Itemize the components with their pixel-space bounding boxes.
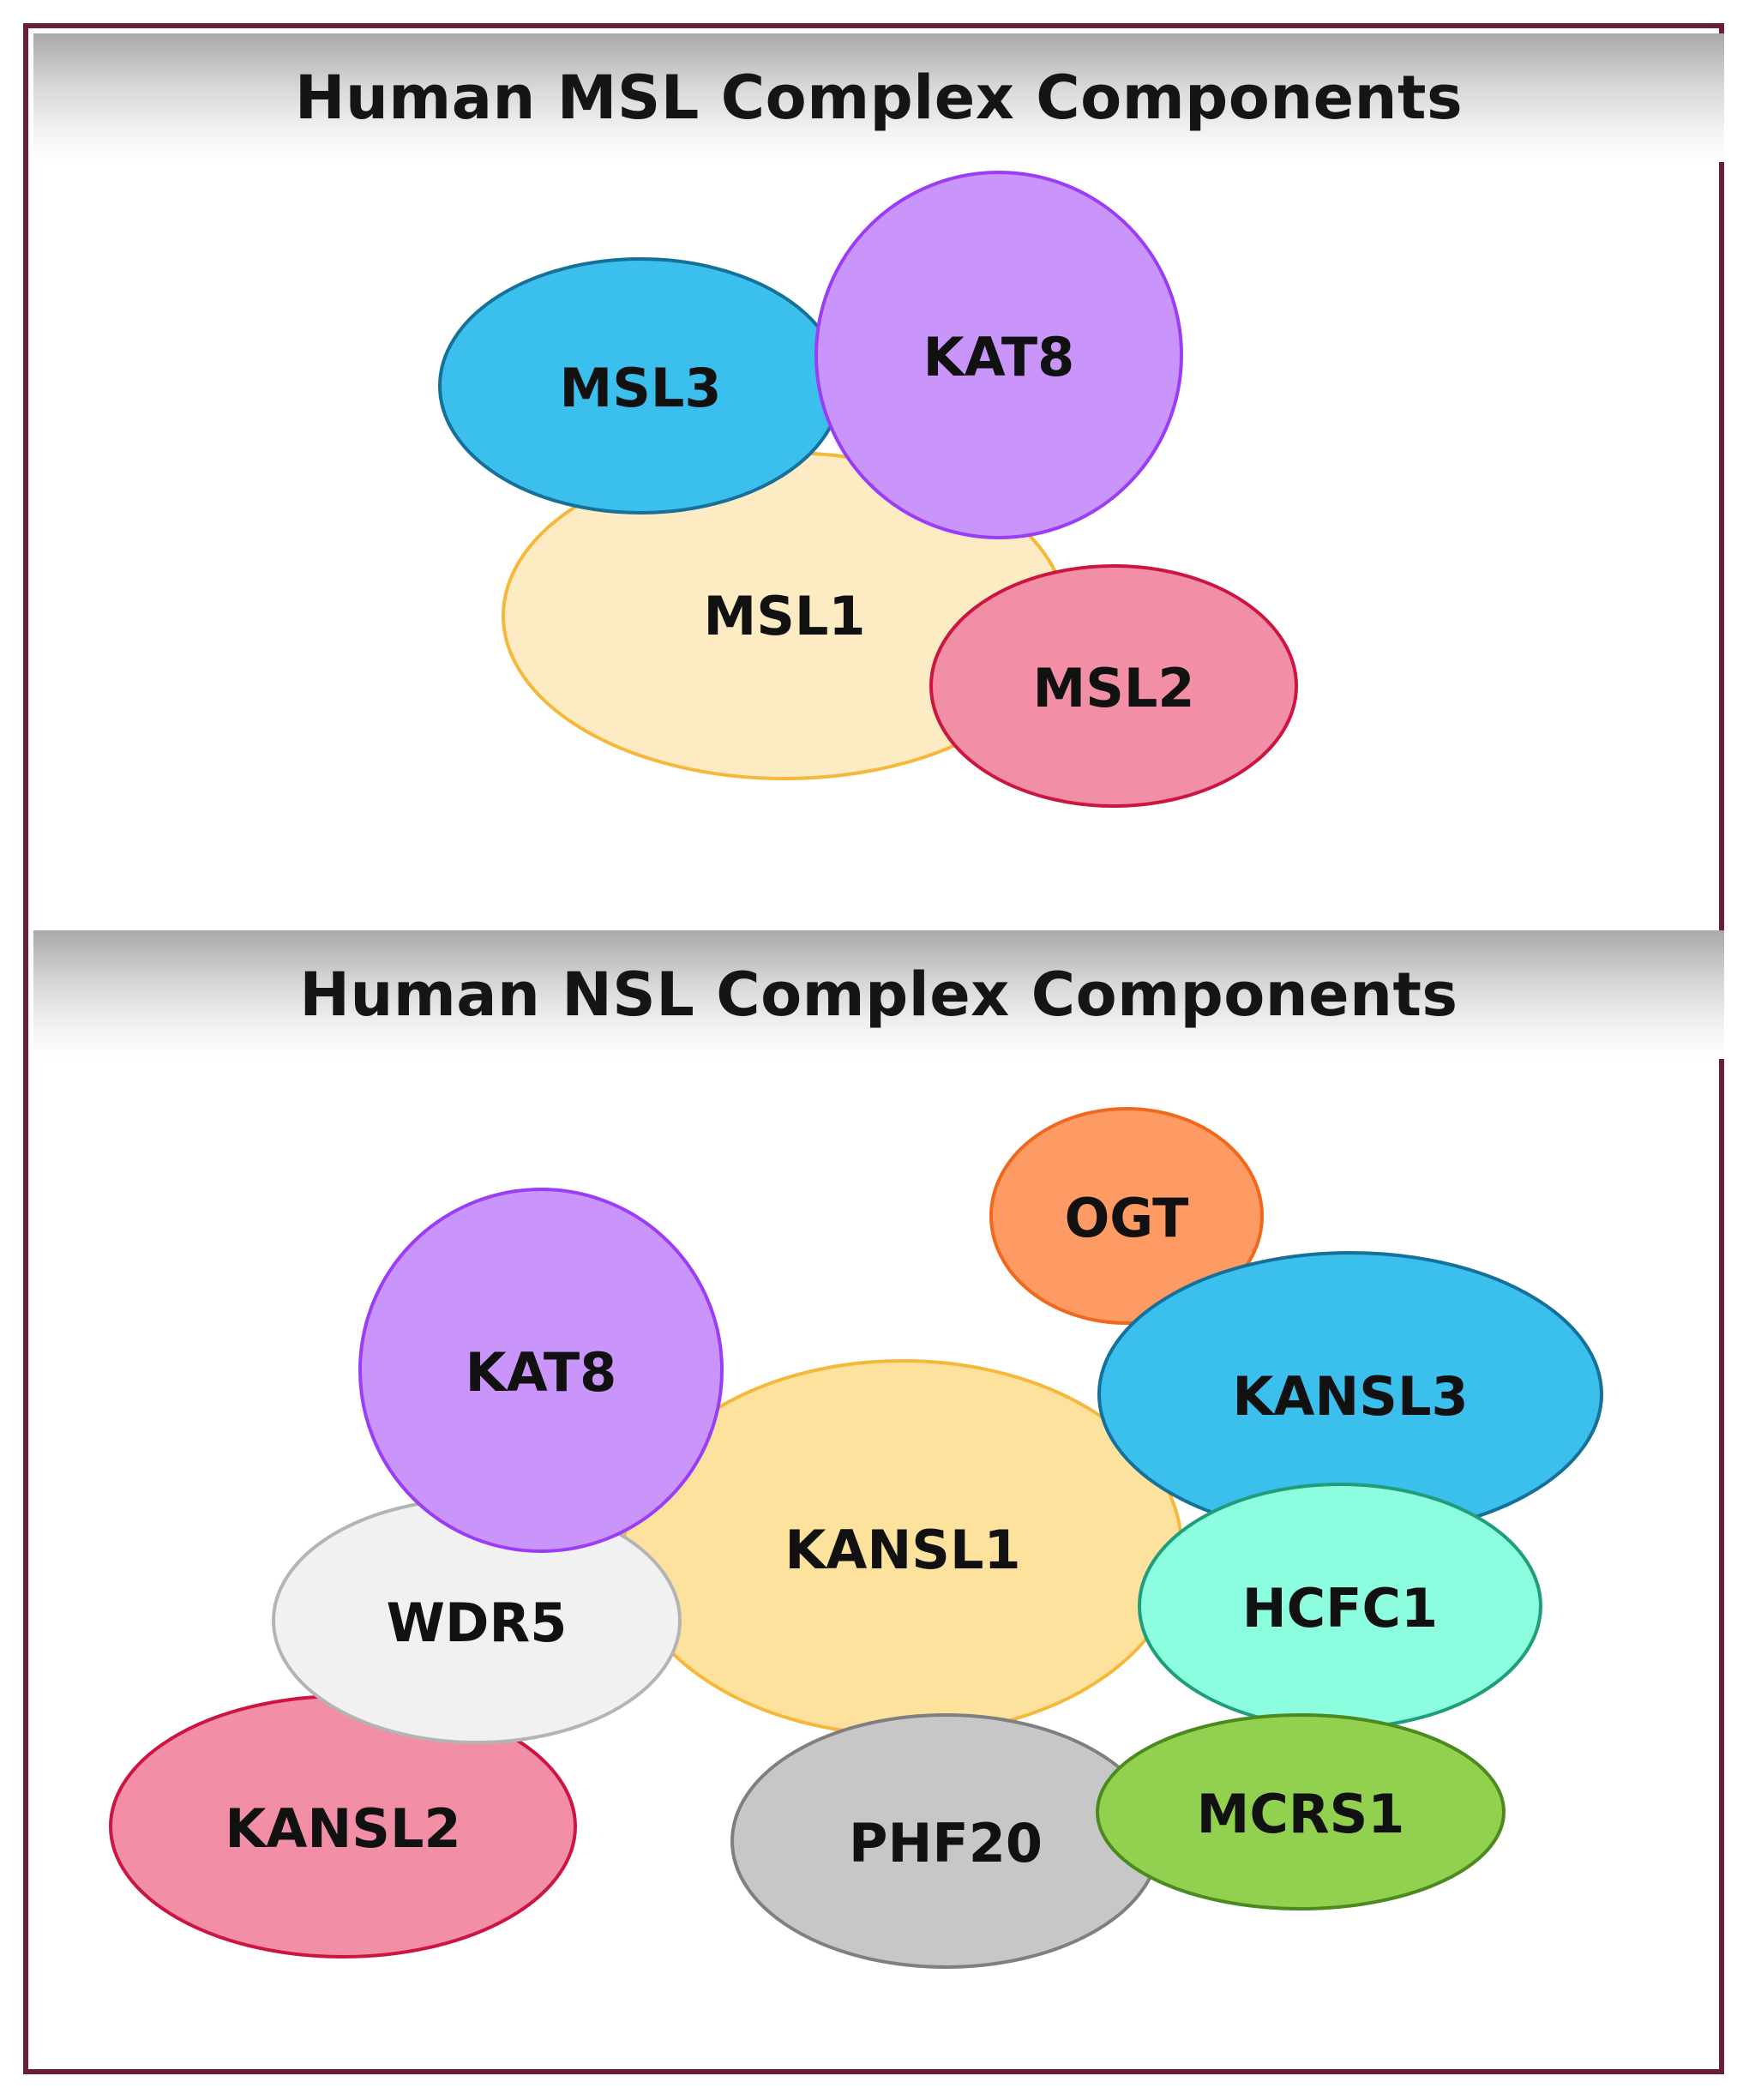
msl-panel-title: Human MSL Complex Components xyxy=(294,63,1464,133)
mcrs1-shape xyxy=(1096,1713,1506,1910)
wdr5-label: WDR5 xyxy=(387,1592,568,1654)
nsl-node-ogt: OGT xyxy=(989,1107,1264,1325)
msl-node-msl3: MSL3 xyxy=(438,257,843,514)
phf20-label: PHF20 xyxy=(849,1812,1043,1874)
nsl-node-hcfc1: HCFC1 xyxy=(1138,1483,1542,1730)
mcrs1-label: MCRS1 xyxy=(1197,1783,1405,1845)
nsl-panel-header: Human NSL Complex Components xyxy=(33,930,1724,1059)
nsl-node-kansl3: KANSL3 xyxy=(1097,1251,1603,1537)
ogt-shape xyxy=(989,1107,1264,1325)
nsl-node-kansl2: KANSL2 xyxy=(109,1694,577,1959)
msl-node-kat8: KAT8 xyxy=(814,171,1183,539)
kansl3-label: KANSL3 xyxy=(1232,1365,1468,1428)
msl3-label: MSL3 xyxy=(560,357,722,419)
msl-node-msl1: MSL1 xyxy=(502,451,1067,780)
msl-node-msl2: MSL2 xyxy=(929,564,1298,808)
nsl-node-mcrs1: MCRS1 xyxy=(1096,1713,1506,1910)
hcfc1-label: HCFC1 xyxy=(1242,1577,1438,1640)
nsl-kat8-label: KAT8 xyxy=(466,1341,617,1404)
msl2-shape xyxy=(929,564,1298,808)
msl2-label: MSL2 xyxy=(1033,657,1195,719)
kat8-label: KAT8 xyxy=(923,326,1075,388)
msl-panel-header: Human MSL Complex Components xyxy=(33,33,1724,162)
msl1-label: MSL1 xyxy=(704,585,866,647)
nsl-node-phf20: PHF20 xyxy=(730,1713,1161,1969)
kansl1-label: KANSL1 xyxy=(784,1519,1020,1581)
nsl-complex: KANSL1 KANSL2 WDR5 KAT8 OGT KANSL3 HCFC1 xyxy=(109,1107,1603,1969)
nsl-panel-title: Human NSL Complex Components xyxy=(299,960,1458,1030)
ogt-label: OGT xyxy=(1065,1187,1189,1249)
kansl2-label: KANSL2 xyxy=(225,1797,460,1860)
msl-complex: MSL1 MSL3 KAT8 MSL2 xyxy=(438,171,1298,808)
nsl-kat8-shape xyxy=(358,1188,724,1553)
kat8-shape xyxy=(814,171,1183,539)
nsl-node-kat8: KAT8 xyxy=(358,1188,724,1553)
